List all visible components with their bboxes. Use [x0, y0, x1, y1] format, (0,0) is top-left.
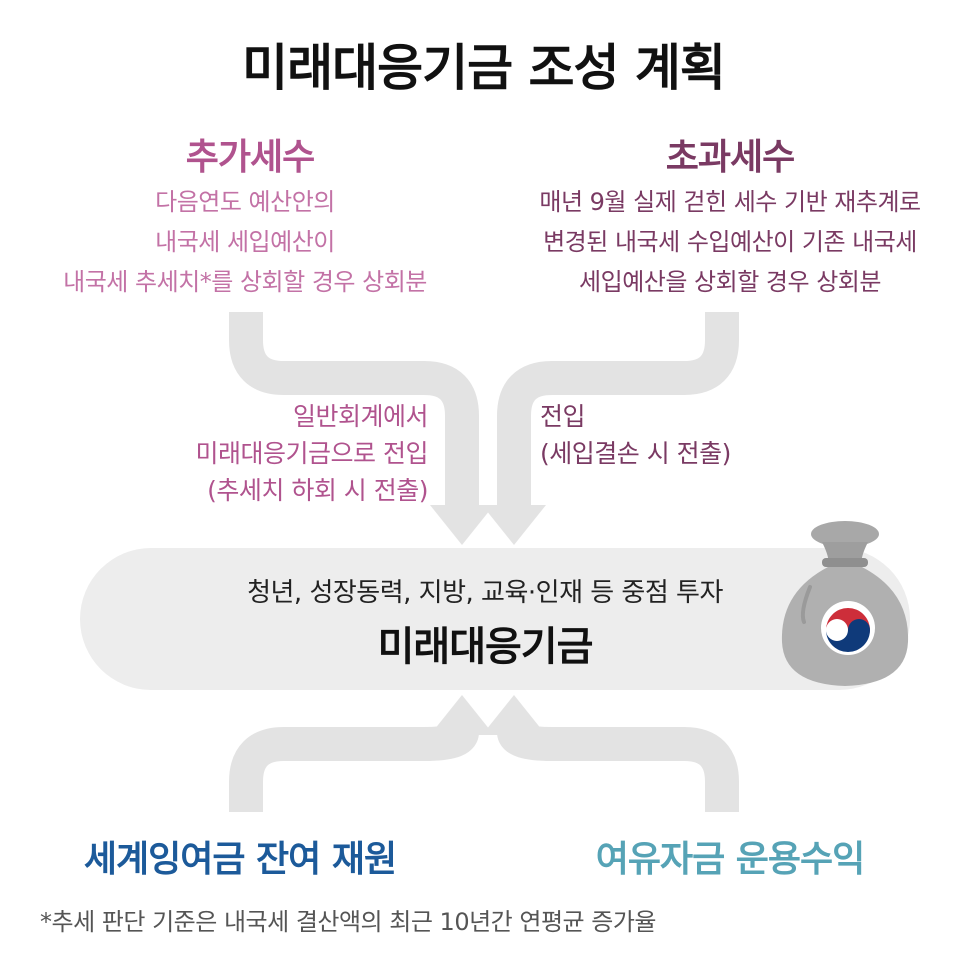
arrowhead-up-left	[430, 695, 494, 735]
flow-line: 전입	[540, 402, 586, 431]
surplus-heading: 세계잉여금 잔여 재원	[83, 839, 397, 880]
fund-name: 미래대응기금	[377, 624, 594, 670]
desc-line: 내국세 추세치*를 상회할 경우 상회분	[63, 268, 427, 296]
desc-line: 세입예산을 상회할 경우 상회분	[579, 268, 881, 296]
arrowhead-down-left	[430, 505, 494, 545]
fund-subtitle: 청년, 성장동력, 지방, 교육·인재 등 중점 투자	[247, 578, 723, 608]
taegeuk-emblem-icon	[821, 601, 875, 655]
investment-heading: 여유자금 운용수익	[595, 839, 866, 880]
page-title: 미래대응기금 조성 계획	[242, 39, 726, 97]
desc-line: 내국세 세입예산이	[155, 228, 335, 256]
arrow-surplus-in	[229, 723, 479, 812]
fund-panel	[80, 548, 910, 690]
flow-line: 미래대응기금으로 전입	[195, 439, 429, 468]
arrow-excess-in	[497, 312, 739, 508]
excess-tax-desc: 매년 9월 실제 걷힌 세수 기반 재추계로 변경된 내국세 수입예산이 기존 …	[500, 182, 960, 302]
footnote: *추세 판단 기준은 내국세 결산액의 최근 10년간 연평균 증가율	[40, 908, 657, 936]
desc-line: 변경된 내국세 수입예산이 기존 내국세	[543, 228, 917, 256]
additional-tax-heading: 추가세수	[185, 137, 315, 178]
arrow-additional-in	[229, 312, 479, 508]
excess-flow-label: 전입 (세입결손 시 전출)	[540, 398, 800, 472]
additional-tax-desc: 다음연도 예산안의 내국세 세입예산이 내국세 추세치*를 상회할 경우 상회분	[10, 182, 480, 302]
desc-line: 매년 9월 실제 걷힌 세수 기반 재추계로	[539, 188, 921, 216]
arrow-investment-in	[497, 723, 739, 812]
flow-line: 일반회계에서	[292, 402, 429, 431]
arrowhead-up-right	[482, 695, 546, 735]
arrowhead-down-right	[482, 505, 546, 545]
flow-line: (추세치 하회 시 전출)	[207, 476, 428, 505]
flow-line: (세입결손 시 전출)	[540, 439, 731, 468]
excess-tax-heading: 초과세수	[665, 137, 795, 178]
desc-line: 다음연도 예산안의	[155, 188, 335, 216]
additional-flow-label: 일반회계에서 미래대응기금으로 전입 (추세치 하회 시 전출)	[150, 398, 429, 509]
money-bag-icon	[781, 521, 909, 686]
